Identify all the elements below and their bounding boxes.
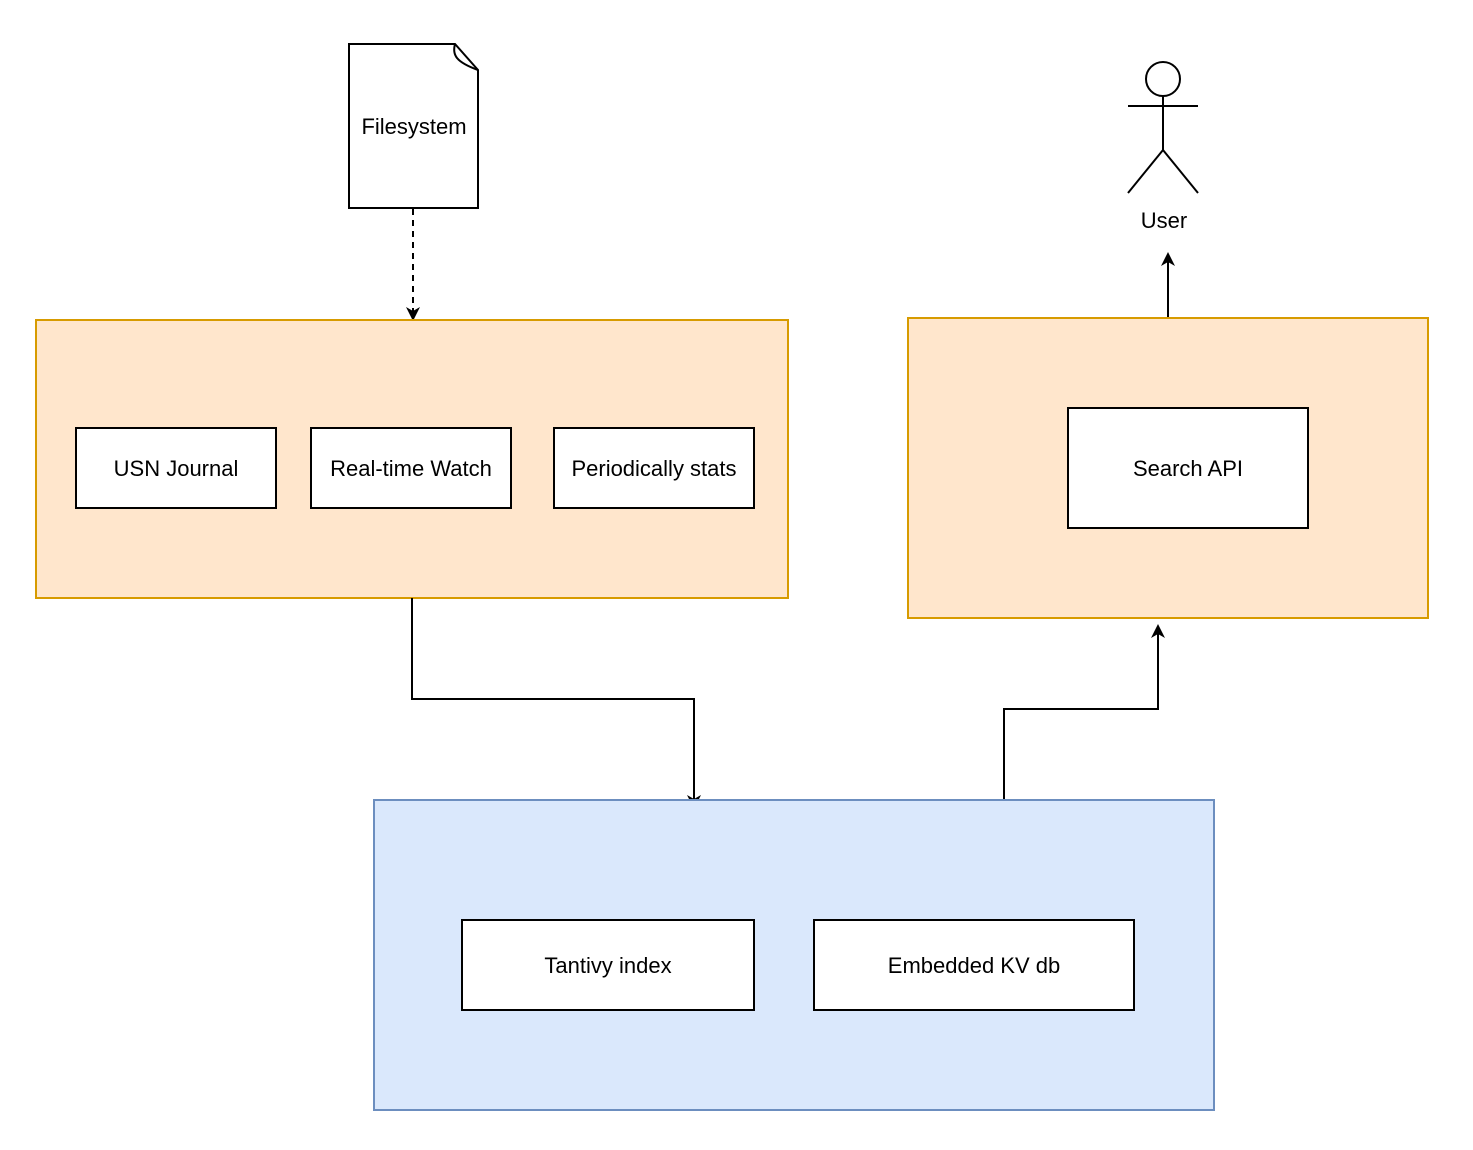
usn-journal-node[interactable]: USN Journal [75,427,277,509]
embedded-kv-node[interactable]: Embedded KV db [813,919,1135,1011]
filesystem-label: Filesystem [361,114,466,139]
periodically-stats-node[interactable]: Periodically stats [553,427,755,509]
tantivy-index-label: Tantivy index [544,953,671,978]
usn-journal-label: USN Journal [114,456,239,481]
periodically-stats-label: Periodically stats [571,456,736,481]
search-api-label: Search API [1133,456,1243,481]
stick-figure-icon [1127,61,1199,194]
user-actor[interactable]: User [1127,61,1199,233]
embedded-kv-label: Embedded KV db [888,953,1060,978]
document-icon [348,43,479,209]
user-label: User [1141,208,1187,233]
realtime-watch-node[interactable]: Real-time Watch [310,427,512,509]
collector-to-storage-arrow [411,598,701,809]
realtime-watch-label: Real-time Watch [330,456,492,481]
filesystem-node[interactable]: Filesystem [348,43,479,209]
tantivy-index-node[interactable]: Tantivy index [461,919,755,1011]
storage-to-api-arrow [1003,624,1165,800]
search-api-node[interactable]: Search API [1067,407,1309,529]
